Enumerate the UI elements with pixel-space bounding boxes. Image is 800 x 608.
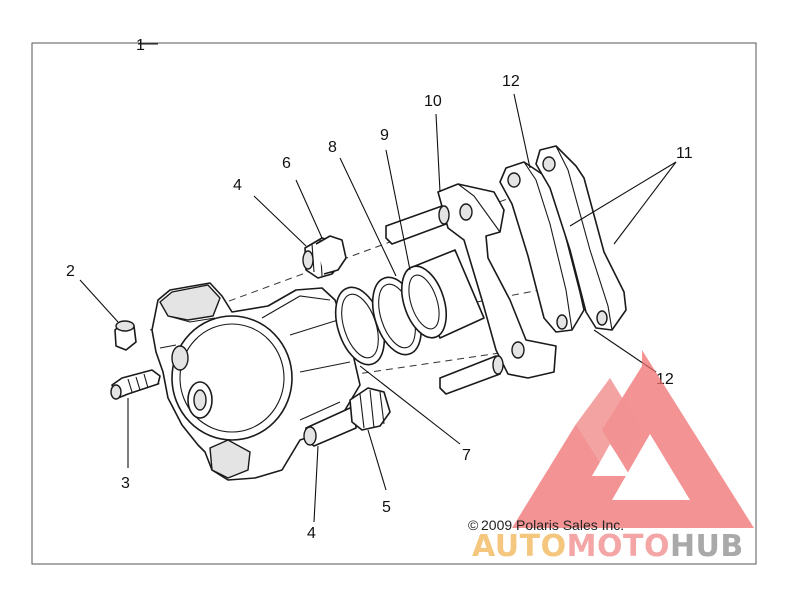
boot-six <box>315 235 347 275</box>
callout-8: 8 <box>328 139 337 156</box>
callout-11: 11 <box>676 145 693 162</box>
callout-5: 5 <box>382 499 391 516</box>
caliper-bracket <box>385 183 557 395</box>
callout-1: 1 <box>136 37 145 54</box>
watermark-text: AUTOMOTOHUB <box>472 529 744 564</box>
callouts: 1 2 3 4 4 5 6 7 8 9 10 11 12 12 <box>66 37 693 542</box>
brake-pads <box>499 145 627 333</box>
bleeder-screw <box>110 369 161 400</box>
watermark-hub: HUB <box>670 529 744 564</box>
callout-12-upper: 12 <box>502 73 520 90</box>
caliper-body <box>151 282 361 481</box>
bleeder-cap <box>114 320 137 351</box>
callout-9: 9 <box>380 127 389 144</box>
caliper-piston <box>401 249 485 339</box>
callout-4-lower: 4 <box>307 525 316 542</box>
watermark-auto: AUTO <box>472 529 567 564</box>
callout-7: 7 <box>462 447 471 464</box>
callout-10: 10 <box>424 93 442 110</box>
callout-3: 3 <box>121 475 130 492</box>
watermark-moto: MOTO <box>567 529 670 564</box>
watermark-logo <box>512 350 754 528</box>
boot-five <box>349 387 391 431</box>
callout-6: 6 <box>282 155 291 172</box>
diagram-frame <box>31 42 757 565</box>
copyright-text: 2009 Polaris Sales Inc. <box>481 517 624 533</box>
copyright-symbol: © <box>468 517 479 533</box>
leader-lines <box>79 43 677 523</box>
callout-4-upper: 4 <box>233 177 242 194</box>
copyright-line: © 2009 Polaris Sales Inc. <box>468 517 624 533</box>
callout-2: 2 <box>66 263 75 280</box>
